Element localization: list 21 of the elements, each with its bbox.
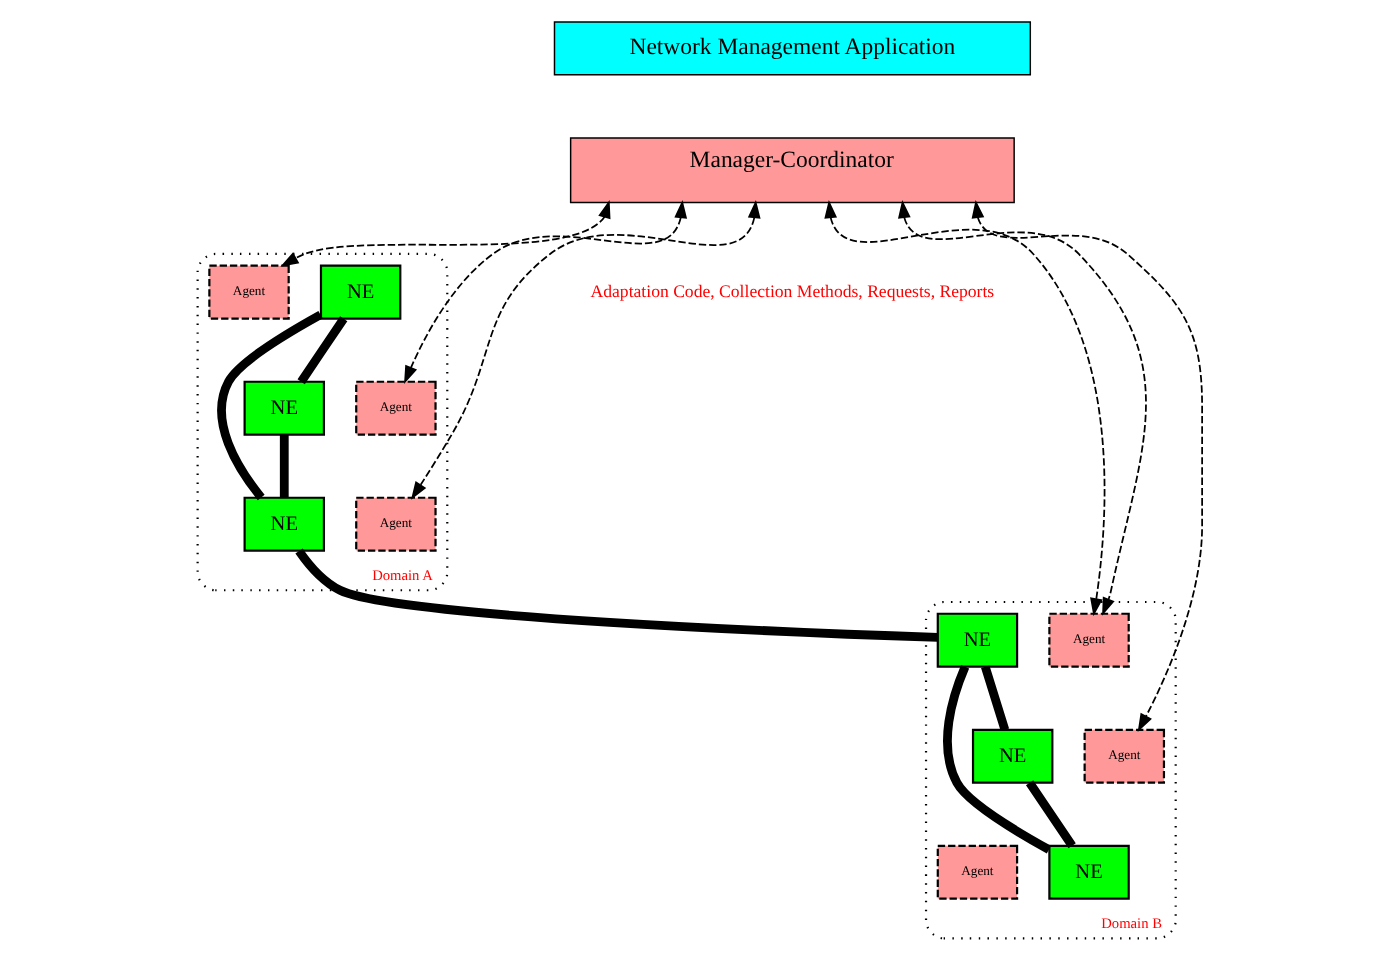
node-box: NE (1047, 844, 1129, 900)
connector (980, 665, 1009, 732)
connector (1024, 780, 1075, 849)
node-box: NE (242, 380, 325, 436)
arrow (970, 199, 1202, 732)
connector (294, 548, 937, 642)
node-box: NE (935, 612, 1018, 668)
node-box: NE (318, 264, 401, 320)
node-box: NE (242, 496, 325, 552)
label: Adaptation Code, Collection Methods, Requests, Reports (589, 280, 994, 301)
connector (942, 665, 1051, 854)
arrow (279, 200, 610, 267)
connector (278, 434, 288, 498)
node-box: NE (970, 728, 1053, 784)
arrow (403, 199, 687, 384)
node-box: Network Management Application (552, 21, 1031, 76)
arrow (823, 199, 1105, 617)
arrow (897, 199, 1146, 616)
arrow (410, 199, 760, 500)
connector (296, 316, 347, 385)
connector (216, 310, 322, 501)
